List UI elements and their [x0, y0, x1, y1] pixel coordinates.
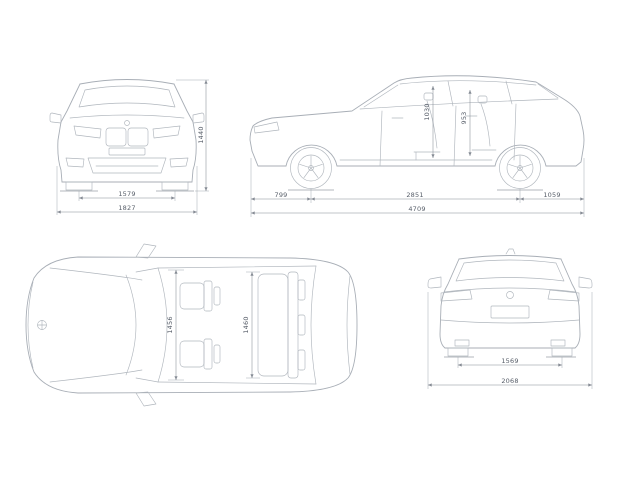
side-car-outline: [249, 75, 585, 167]
dim-side-interior-front: 1030: [423, 103, 431, 120]
dim-side-length: 4709: [408, 205, 425, 213]
dim-front-width: 1827: [118, 204, 135, 212]
rear-wheel: [499, 147, 541, 189]
dim-top-interior-rear: 1460: [242, 316, 250, 333]
rear-view: 1569 2068: [427, 248, 593, 389]
top-mirror-left: [135, 243, 157, 259]
dim-side-wheelbase: 2851: [406, 191, 423, 199]
front-car-details: [49, 85, 205, 191]
dim-front-height: 1440: [197, 126, 205, 143]
dim-rear-track: 1569: [501, 357, 518, 365]
bmw-roundel-front: [124, 120, 130, 126]
front-track-dimension: 1579: [78, 190, 176, 201]
dim-rear-width-mirrors: 2068: [501, 377, 518, 385]
front-wheel: [290, 147, 332, 189]
rear-mirror-right: [578, 276, 593, 289]
side-car-details: [253, 80, 559, 167]
front-height-dimension: 1440: [176, 79, 209, 192]
top-front-seats: [179, 280, 221, 370]
bmw-roundel-top: [37, 320, 47, 330]
bmw-roundel-rear: [506, 291, 514, 299]
dim-side-interior-rear: 953: [460, 111, 468, 124]
rear-car-details: [427, 248, 593, 357]
top-mirror-right: [135, 391, 157, 407]
side-length-dimensions: 799 2851 1059 4709: [250, 158, 585, 217]
side-interior-height-rear-dimension: 953: [460, 90, 472, 156]
side-interior-height-front-dimension: 1030: [423, 86, 435, 158]
dim-front-track: 1579: [118, 190, 135, 198]
side-front-seat: [413, 92, 441, 161]
top-rear-bench: [257, 271, 306, 379]
top-car-details: [27, 243, 351, 407]
rear-track-dimension: 1569: [457, 357, 563, 368]
front-view: 1579 1827 1440: [49, 79, 209, 215]
dim-top-interior-front: 1456: [166, 316, 174, 333]
side-rear-seat: [471, 95, 497, 151]
top-interior-width-front-dimension: 1456: [166, 269, 184, 381]
front-width-dimension: 1827: [56, 166, 198, 215]
top-view: 1456 1460: [25, 243, 358, 407]
dim-side-front-overhang: 799: [274, 191, 287, 199]
dim-side-rear-overhang: 1059: [543, 191, 560, 199]
rear-mirror-left: [427, 276, 442, 289]
top-car-outline: [25, 256, 358, 394]
side-view: 1030 953 799 2851 1059 4709: [249, 75, 585, 217]
top-interior-width-rear-dimension: 1460: [242, 271, 260, 379]
rear-width-dimension: 2068: [427, 292, 593, 389]
